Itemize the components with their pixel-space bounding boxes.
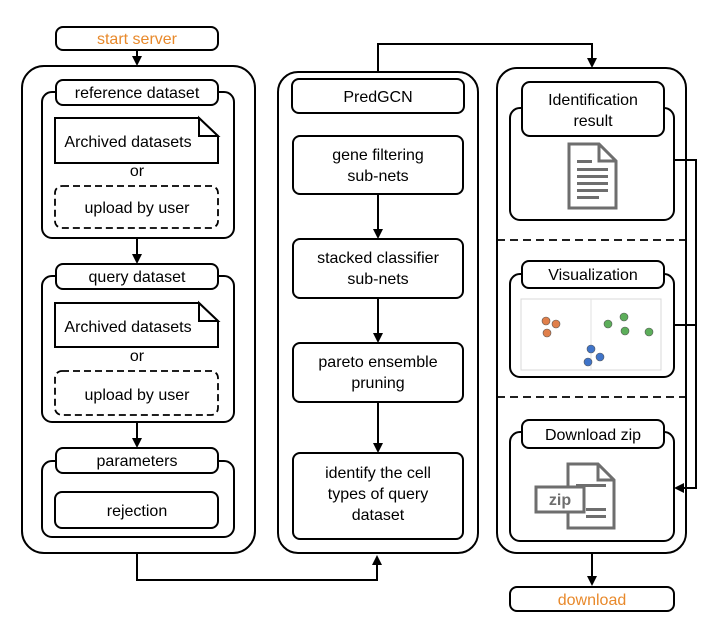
- identification-line2: result: [573, 113, 613, 130]
- zip-file-icon[interactable]: zip: [534, 462, 616, 530]
- step-pareto-line2: pruning: [351, 375, 404, 392]
- download-label: download: [558, 592, 627, 609]
- reference-dataset-title: reference dataset: [75, 85, 200, 102]
- scatter-dot-10: [583, 357, 593, 367]
- reference-upload-label: upload by user: [85, 200, 191, 217]
- step-pareto-line1: pareto ensemble: [318, 354, 437, 371]
- step-pareto-ensemble: pareto ensemble pruning: [292, 342, 464, 403]
- reference-dataset-group: reference dataset Archived datasets or u…: [41, 79, 235, 239]
- step-stacked-line1: stacked classifier: [317, 250, 439, 267]
- arrow-input-to-predgcn: [136, 553, 382, 581]
- parameters-title: parameters: [97, 453, 178, 470]
- step-identify-line3: dataset: [352, 507, 405, 524]
- scatter-dot-3: [542, 328, 552, 338]
- scatter-plot-icon[interactable]: [520, 298, 662, 371]
- reference-dataset-header: [55, 79, 219, 106]
- step-identify-line2: types of query: [328, 486, 429, 503]
- archived-datasets-doc-icon[interactable]: Archived datasets: [54, 115, 221, 164]
- query-or-label: or: [130, 348, 145, 365]
- scatter-dot-4: [603, 319, 613, 329]
- step-stacked-line2: sub-nets: [347, 271, 408, 288]
- download-zip-group: Download zip zip: [509, 419, 675, 542]
- download-zip-title: Download zip: [545, 427, 641, 444]
- download-node[interactable]: download: [509, 586, 675, 612]
- predgcn-title: PredGCN: [343, 89, 412, 106]
- identification-header: [521, 81, 665, 137]
- step-identify-line1: identify the cell: [325, 465, 431, 482]
- query-dataset-header: [55, 263, 219, 290]
- arrow-predgcn-to-output: [377, 43, 597, 72]
- query-archived-doc-icon[interactable]: Archived datasets: [54, 300, 221, 348]
- query-dataset-group: query dataset Archived datasets or uploa…: [41, 263, 235, 423]
- start-server-node: start server: [55, 26, 219, 51]
- scatter-dot-1: [541, 316, 551, 326]
- download-zip-header: [521, 419, 665, 449]
- identification-result-group: Identification result: [509, 81, 675, 221]
- scatter-dot-2: [551, 319, 561, 329]
- predgcn-header: [291, 78, 465, 114]
- step-stacked-classifier: stacked classifier sub-nets: [292, 238, 464, 299]
- query-archived-label: Archived datasets: [64, 319, 191, 336]
- step-gene-filtering-line2: sub-nets: [347, 168, 408, 185]
- visualization-header: [521, 260, 665, 289]
- scatter-dots: [541, 312, 654, 367]
- reference-or-label: or: [130, 163, 145, 180]
- parameters-header: [55, 447, 219, 474]
- scatter-dot-5: [619, 312, 629, 322]
- scatter-dot-7: [644, 327, 654, 337]
- document-icon[interactable]: [567, 142, 618, 210]
- zip-badge: zip: [549, 492, 571, 509]
- step-gene-filtering-line1: gene filtering: [332, 147, 424, 164]
- query-dataset-title: query dataset: [89, 269, 187, 286]
- visualization-group: Visualization: [509, 260, 675, 378]
- step-gene-filtering: gene filtering sub-nets: [292, 135, 464, 195]
- visualization-title: Visualization: [548, 267, 638, 284]
- query-upload-option[interactable]: upload by user: [54, 370, 219, 416]
- step-identify-cell-types: identify the cell types of query dataset: [292, 452, 464, 540]
- scatter-dot-6: [620, 326, 630, 336]
- reference-upload-option[interactable]: upload by user: [54, 185, 219, 229]
- reference-archived-label: Archived datasets: [64, 134, 191, 151]
- rejection-option[interactable]: rejection: [54, 491, 219, 529]
- scatter-dot-8: [586, 344, 596, 354]
- query-upload-label: upload by user: [85, 387, 191, 404]
- identification-line1: Identification: [548, 92, 638, 109]
- scatter-dot-9: [595, 352, 605, 362]
- parameters-group: parameters rejection: [41, 447, 235, 538]
- rejection-label: rejection: [107, 503, 167, 520]
- start-server-label: start server: [97, 31, 178, 48]
